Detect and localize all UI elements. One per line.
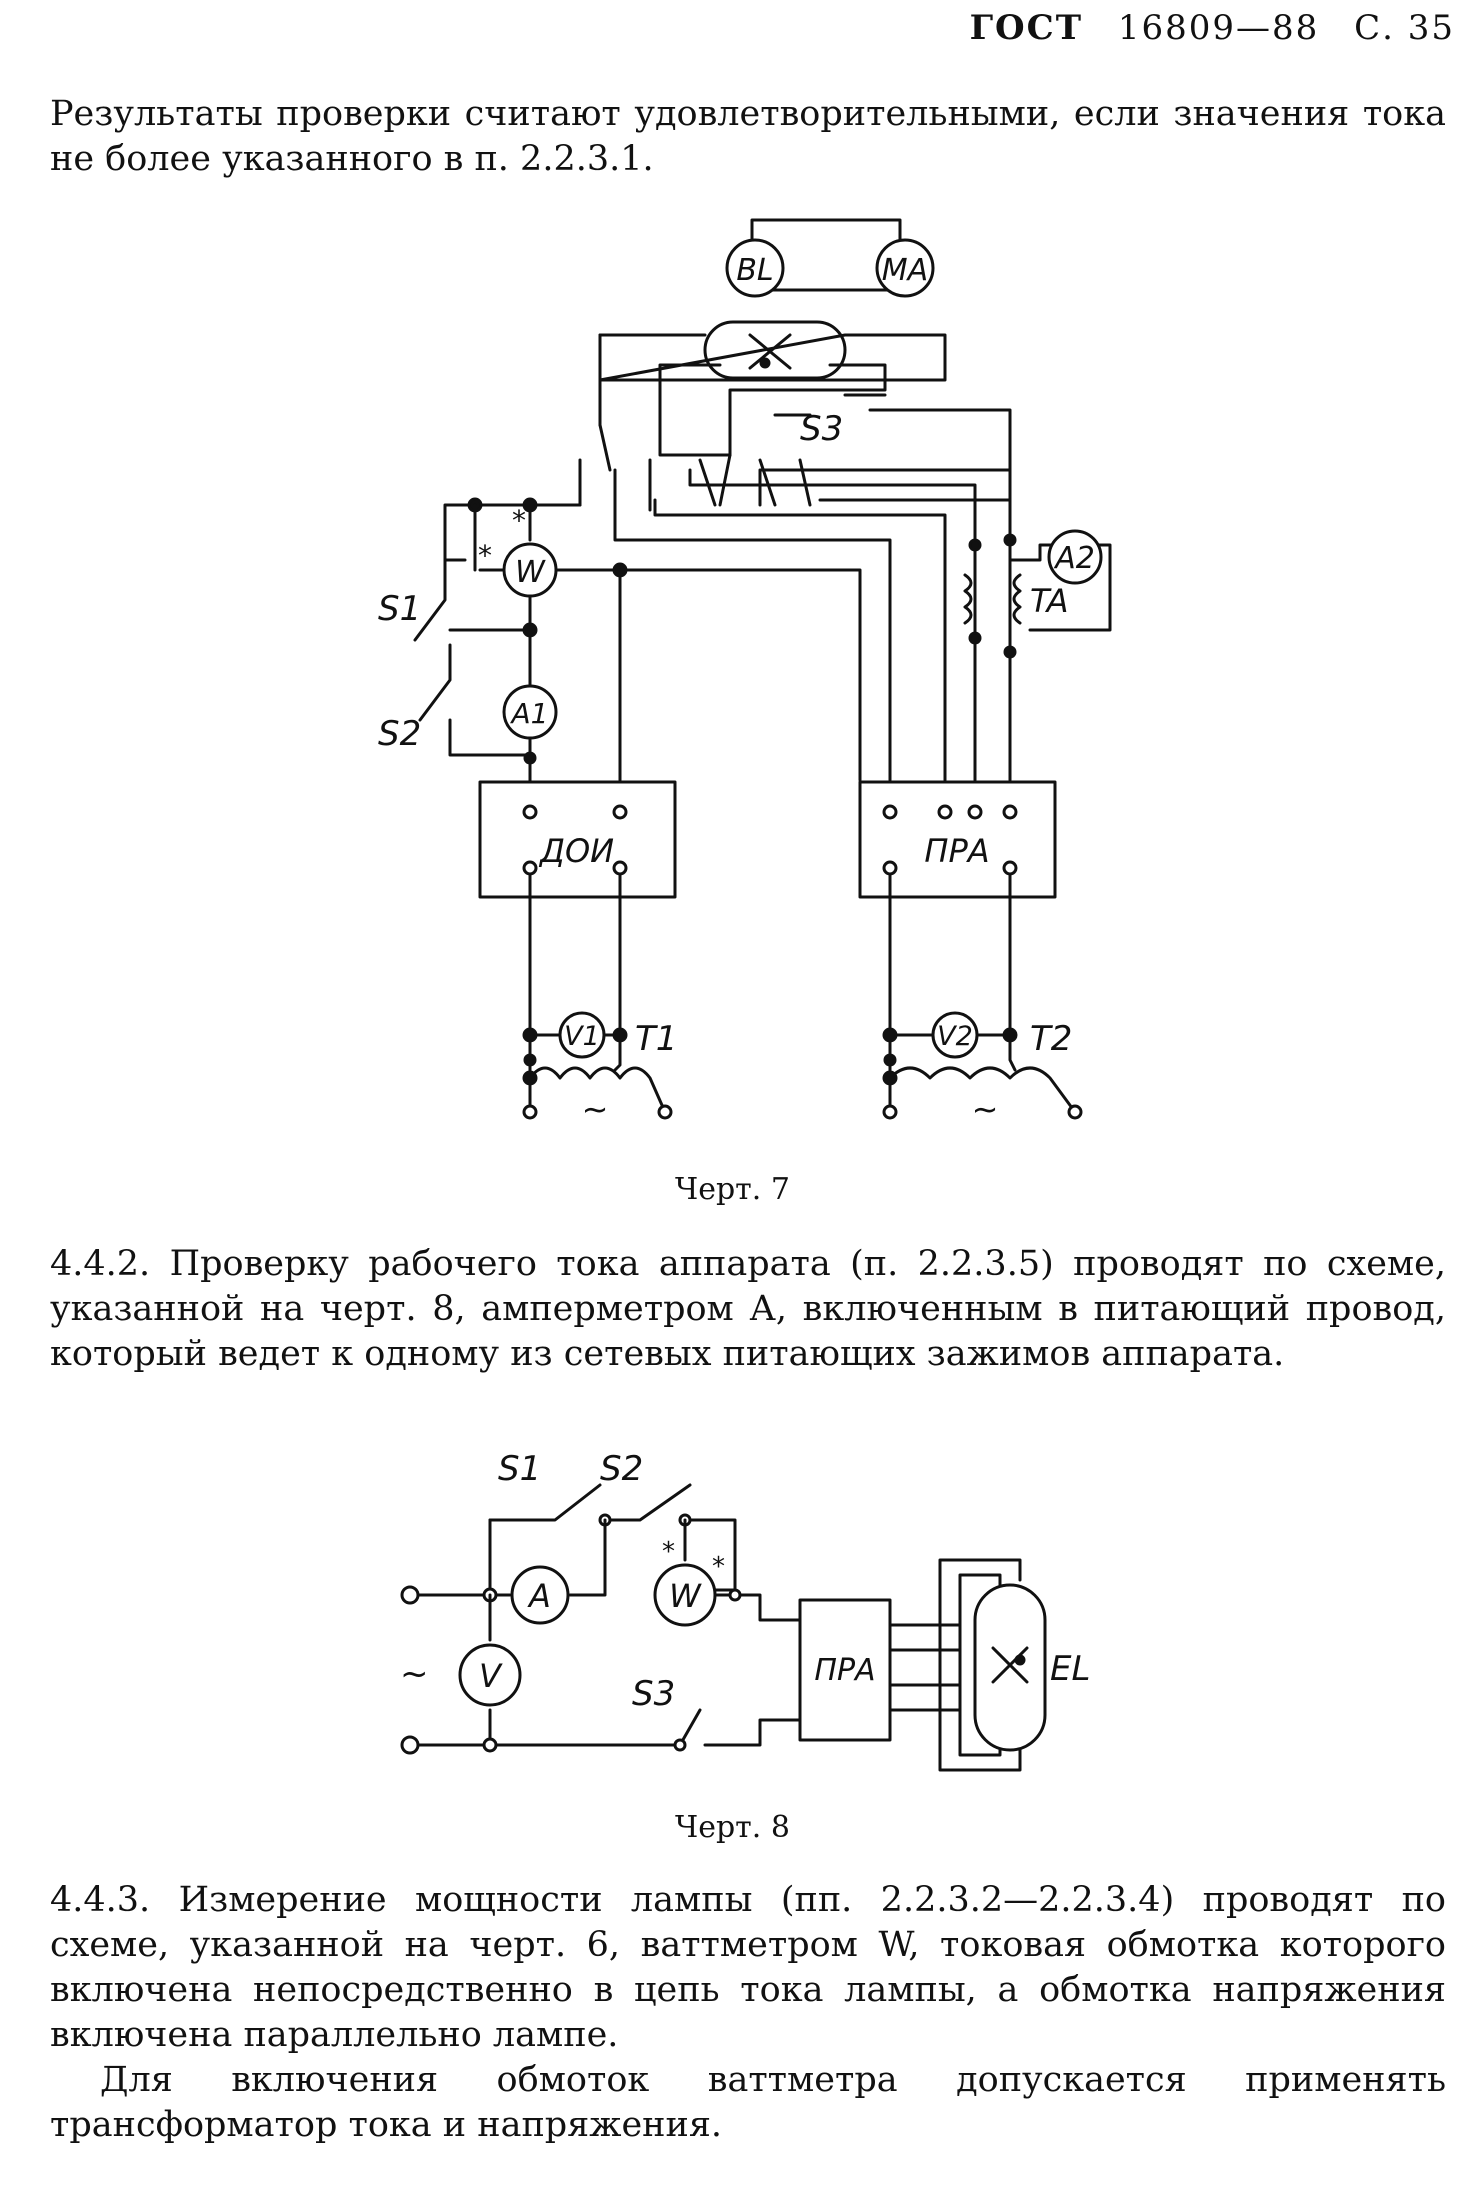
fig7-v2-meter [931,1011,979,1059]
fig8-ac-symbol: ~ [400,1654,429,1694]
fig8-a-label: A [527,1577,551,1615]
fig7-ac-symbol-1: ~ [582,1090,609,1128]
figure-8-caption: Черт. 8 [675,1810,790,1845]
fig7-lamp [703,320,847,380]
fig7-t2-label: T2 [1030,1019,1072,1059]
fig8-star-1: * [662,1537,675,1567]
fig8-v-label: V [479,1657,503,1695]
fig7-ta-coils [963,573,1022,625]
fig7-doi-label: ДОИ [538,832,614,870]
fig7-ta-label: TA [1030,582,1069,620]
fig7-v1-meter [558,1011,606,1059]
fig7-ac-symbol-2: ~ [972,1090,999,1128]
fig7-a2-label: A2 [1053,541,1095,576]
fig7-t1-label: T1 [635,1019,677,1059]
fig7-t1-coil [528,1066,667,1114]
header-gost: ГОСТ [969,8,1084,48]
fig8-lamp [973,1583,1047,1752]
fig7-star-1: * [512,504,526,537]
header-page-number: С. 35 [1354,8,1455,48]
fig7-ma-label: MA [882,253,928,288]
header-standard-number: 16809—88 [1117,8,1320,48]
fig7-star-2: * [478,539,492,572]
fig7-t2-coil [888,1066,1077,1114]
fig7-a1-label: A1 [510,697,549,730]
fig8-s1-label: S1 [498,1449,541,1489]
figure-8-circuit-diagram: S1 S2 A W * * V ~ S3 ПРА EL [400,1449,1090,1772]
fig7-ma-meter [875,238,935,298]
fig7-doi-box [478,780,677,899]
paragraph-4-4-2: 4.4.2. Проверку рабочего тока аппарата (… [50,1244,1446,1374]
fig8-pra-label: ПРА [814,1653,875,1688]
fig7-s3-label: S3 [800,409,843,449]
fig7-a2-meter [1047,529,1103,585]
fig7-v1-label: V1 [564,1021,600,1052]
figure-7-circuit-diagram: BL MA S3 A2 TA W * * [378,218,1112,1128]
fig7-w-label: W [515,555,546,590]
paragraph-results: Результаты проверки считают удовлетворит… [50,94,1446,179]
figure-7-caption: Черт. 7 [675,1172,790,1207]
fig7-s1-label: S1 [378,589,421,629]
fig7-v2-label: V2 [937,1021,973,1052]
fig8-voltmeter [458,1643,522,1707]
fig7-s2-label: S2 [378,714,421,754]
fig8-star-2: * [712,1552,725,1582]
fig7-bl-label: BL [736,253,773,288]
fig8-pra-box [798,1598,892,1742]
page-header: ГОСТ 16809—88 С. 35 [970,8,1455,48]
paragraph-transformer-note: Для включения обмоток ваттметра допускае… [50,2060,1446,2145]
fig7-bl-meter [725,238,785,298]
fig7-pra-label: ПРА [924,832,989,870]
fig8-w-label: W [669,1577,702,1615]
fig8-s2-label: S2 [600,1449,643,1489]
fig7-pra-box [858,780,1057,899]
paragraph-4-4-3: 4.4.3. Измерение мощности лампы (пп. 2.2… [50,1880,1446,2055]
fig8-ammeter [510,1565,570,1625]
fig8-el-label: EL [1050,1649,1090,1689]
fig8-s3-label: S3 [632,1674,675,1714]
